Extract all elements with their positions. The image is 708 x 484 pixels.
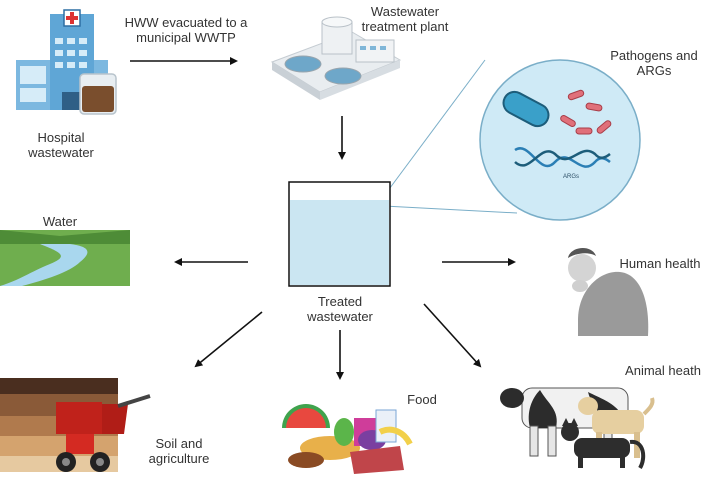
pathogens-line1: Pathogens and (610, 48, 698, 63)
human-health-icon (568, 247, 649, 336)
tractor-icon (56, 394, 151, 472)
pathogens-line2: ARGs (636, 63, 672, 78)
wwtp-label: Wastewater treatment plant (340, 4, 470, 34)
hww-evacuated-label: HWW evacuated to a municipal WWTP (116, 15, 256, 45)
dna-icon (514, 147, 611, 168)
pathogens-args-label: Pathogens and ARGs (604, 48, 704, 78)
soil-line2: agriculture (148, 451, 210, 466)
human-health-label: Human health (619, 256, 701, 271)
animal-health-icon (500, 387, 655, 470)
soil-line1: Soil and (155, 436, 203, 451)
treated-line1: Treated (317, 294, 363, 309)
hospital-line2: wastewater (28, 145, 94, 160)
wwtp-line1: Wastewater (370, 4, 440, 19)
food-icon (282, 404, 413, 474)
water-landscape-icon (0, 230, 130, 286)
animal-health-label: Animal heath (625, 363, 701, 378)
hospital-icon (16, 9, 117, 115)
arrow-treated-to-soil (194, 311, 263, 368)
hospital-line1: Hospital (37, 130, 85, 145)
wwtp-icon (270, 16, 402, 100)
hww-evacuated-line1: HWW evacuated to a (124, 15, 248, 30)
arrow-treated-to-animal-health (423, 303, 482, 368)
treated-wastewater-label: Treated wastewater (290, 294, 390, 324)
args-dna-label: ARGs (563, 174, 579, 180)
pathogen-cells-icon (560, 89, 612, 135)
hww-evacuated-line2: municipal WWTP (136, 30, 236, 45)
bacterium-icon (502, 90, 550, 128)
soil-agriculture-label: Soil and agriculture (134, 436, 224, 466)
water-label: Water (42, 214, 78, 229)
wwtp-line2: treatment plant (361, 19, 449, 34)
food-label: Food (407, 392, 437, 407)
hospital-wastewater-label: Hospital wastewater (16, 130, 106, 160)
treated-wastewater-tank (288, 181, 391, 287)
pathogens-args-circle: ARGs (383, 59, 641, 221)
treated-line2: wastewater (307, 309, 373, 324)
cat-icon (561, 418, 646, 470)
soil-agriculture-icon (0, 378, 151, 472)
